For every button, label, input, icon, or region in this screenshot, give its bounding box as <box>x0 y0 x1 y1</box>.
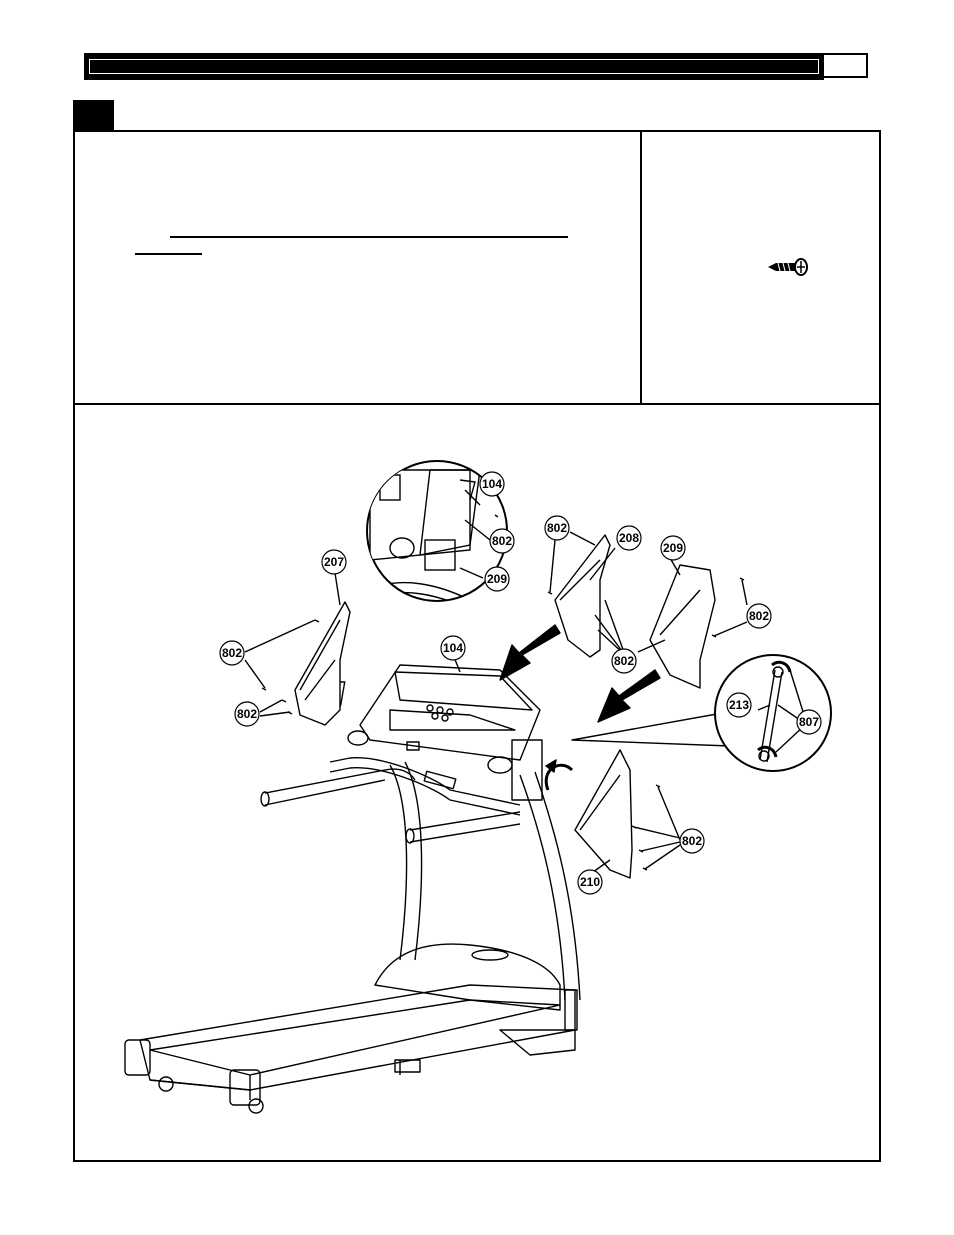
page-number <box>822 53 868 78</box>
callout-208: 208 <box>619 531 639 545</box>
callout-802: 802 <box>614 654 634 668</box>
callout-802: 802 <box>492 534 512 548</box>
callout-104: 104 <box>443 641 463 655</box>
callout-802: 802 <box>547 521 567 535</box>
assembly-figure-box <box>73 403 881 1162</box>
callout-213: 213 <box>729 698 749 712</box>
header-bar <box>84 53 824 80</box>
console-detail-zoom <box>366 460 508 602</box>
callout-207: 207 <box>324 555 344 569</box>
header-title <box>89 59 819 74</box>
callout-209-zoom: 209 <box>487 572 507 586</box>
sensor-detail-zoom <box>714 654 832 772</box>
screw-icon <box>768 258 808 276</box>
instruction-underline <box>135 253 202 255</box>
callout-802: 802 <box>222 646 242 660</box>
instruction-underline <box>170 236 568 238</box>
callout-802: 802 <box>682 834 702 848</box>
callout-209: 209 <box>663 541 683 555</box>
callout-807: 807 <box>799 715 819 729</box>
callout-210: 210 <box>580 875 600 889</box>
instruction-divider <box>640 130 642 405</box>
step-number-tab <box>73 100 114 130</box>
callout-104-zoom: 104 <box>482 477 502 491</box>
callout-802: 802 <box>237 707 257 721</box>
callout-802: 802 <box>749 609 769 623</box>
